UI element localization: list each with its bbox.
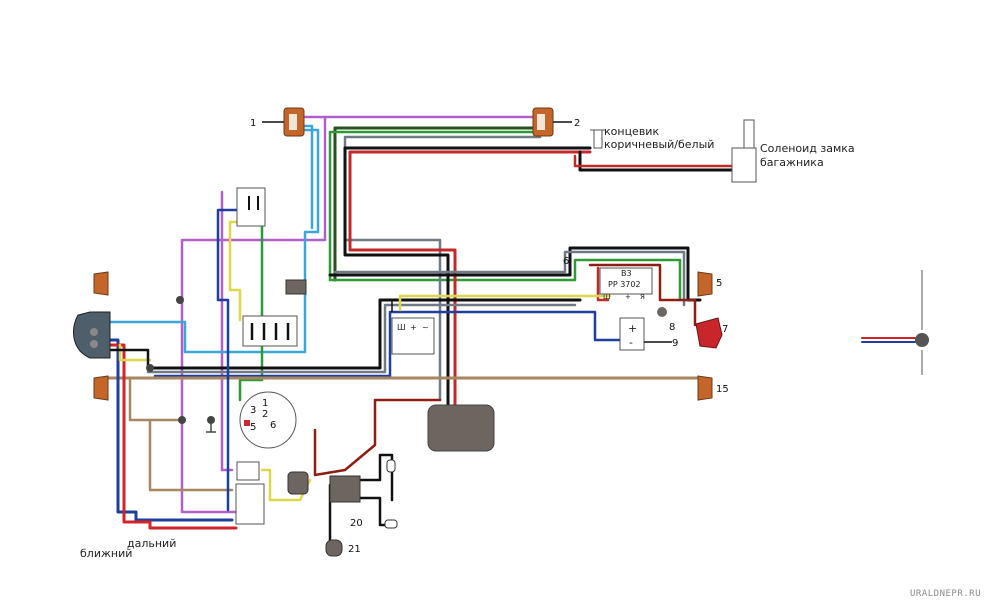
label-ref-7: 7 xyxy=(722,324,728,335)
wire-green-1 xyxy=(328,130,682,302)
label-ref-5: 5 xyxy=(716,278,722,289)
connector-left xyxy=(176,296,184,304)
right-sensor xyxy=(915,270,929,375)
ground-symbol xyxy=(206,416,216,433)
wires xyxy=(106,115,916,550)
label-ref-20: 20 xyxy=(350,518,363,529)
label-limit-switch: концевик xyxy=(604,125,659,138)
wire-red-main xyxy=(348,150,592,407)
connector-mid xyxy=(146,364,154,372)
wire-yellow-harness xyxy=(398,294,612,312)
wire-green-ignition xyxy=(238,198,264,402)
rear-turn-signal-5 xyxy=(697,271,713,297)
wire-blue-low xyxy=(106,338,234,522)
label-relay-code: В3 xyxy=(621,269,632,278)
label-ref-9: 9 xyxy=(672,338,678,349)
wire-black-front xyxy=(106,348,150,370)
fuse-20 xyxy=(384,459,398,529)
wire-yellow-1 xyxy=(228,220,247,322)
label-ref-21: 21 xyxy=(348,544,361,555)
label-limit-switch-wire: коричневый/белый xyxy=(604,138,714,151)
fuse-box xyxy=(242,315,298,347)
label-battery-minus: - xyxy=(629,336,633,349)
brake-switch xyxy=(657,307,667,317)
label-switch-pos-5: 5 xyxy=(250,422,256,433)
wire-brown-down xyxy=(148,418,234,492)
wire-gray-harness xyxy=(146,303,577,374)
label-turn-signal-2: 2 xyxy=(574,118,580,129)
ignition-switch xyxy=(239,391,297,449)
wire-dark-red-reg xyxy=(588,263,697,327)
label-generator-ac: ~ xyxy=(422,323,429,332)
label-ref-15: 15 xyxy=(716,384,729,395)
components xyxy=(73,107,929,557)
label-regulator-sh: Ш xyxy=(603,293,611,301)
connector-low xyxy=(178,416,186,424)
switch-2 xyxy=(532,107,572,137)
voltage-regulator xyxy=(599,267,653,295)
wire-blue-switch xyxy=(216,208,247,512)
horn xyxy=(287,471,309,495)
wire-purple-lower xyxy=(180,298,252,514)
rear-turn-signal-15 xyxy=(697,375,713,401)
trunk-solenoid xyxy=(731,119,757,183)
label-generator-plus: + xyxy=(410,323,417,332)
tail-light xyxy=(695,317,723,349)
relay-small xyxy=(285,279,307,295)
switch-block-lower xyxy=(235,461,265,525)
fuse-block-top xyxy=(236,187,266,227)
label-ref-8: 8 xyxy=(669,322,675,333)
label-regulator-plus: + xyxy=(625,293,631,301)
wire-black-solenoid xyxy=(578,150,737,172)
limit-switch xyxy=(590,129,606,149)
battery xyxy=(427,404,495,452)
label-battery-plus: + xyxy=(628,322,637,335)
label-switch-pos-1: 1 xyxy=(262,398,268,409)
label-regulator-model: РР 3702 xyxy=(608,280,641,289)
label-trunk-solenoid-2: багажника xyxy=(760,156,824,169)
lamp-21 xyxy=(325,539,343,557)
label-regulator-ya: Я xyxy=(640,293,645,301)
label-low-beam: ближний xyxy=(80,547,132,560)
label-switch-pos-6: 6 xyxy=(270,420,276,431)
wire-light-blue-b xyxy=(298,124,314,230)
wire-black-harness xyxy=(146,298,582,370)
front-turn-signal-left xyxy=(93,271,109,296)
label-trunk-solenoid-1: Соленоид замка xyxy=(760,142,855,155)
wire-red-reg xyxy=(596,266,610,302)
switch-1 xyxy=(262,107,305,137)
wire-blue-harness xyxy=(153,310,622,378)
labels: 1 2 концевик коричневый/белый Соленоид з… xyxy=(80,118,981,599)
wire-brown-left xyxy=(128,376,184,422)
label-ref-6: 6 xyxy=(563,256,569,267)
label-high-beam: дальний xyxy=(127,537,176,550)
label-turn-signal-1: 1 xyxy=(250,118,256,129)
watermark: URALDNEPR.RU xyxy=(910,589,981,599)
wire-gray-reg xyxy=(333,250,686,307)
relay-lower xyxy=(329,475,361,503)
wire-red-solenoid xyxy=(573,154,737,168)
headlight xyxy=(73,311,111,359)
wire-dark-red-horn xyxy=(313,398,442,477)
label-generator-sh: Ш xyxy=(397,323,406,332)
wire-black-gray xyxy=(343,135,542,402)
wire-dark-green-1 xyxy=(333,126,542,282)
generator xyxy=(386,299,435,355)
battery-box xyxy=(619,317,672,351)
wire-red-high xyxy=(106,343,238,530)
label-switch-pos-3: 3 xyxy=(250,405,256,416)
label-switch-pos-2: 2 xyxy=(262,409,268,420)
front-turn-signal-left-lower xyxy=(93,375,109,401)
wire-purple-left xyxy=(180,115,327,302)
